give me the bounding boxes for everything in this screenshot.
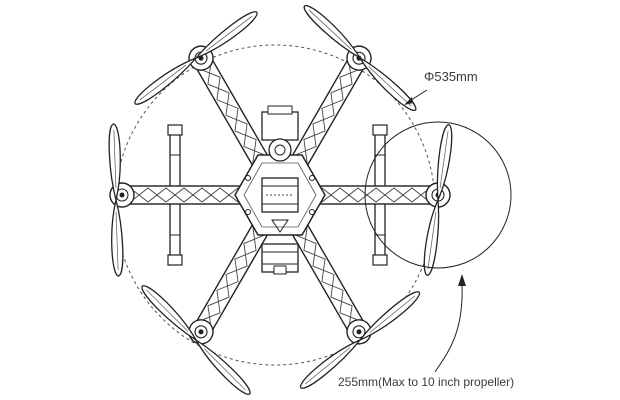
battery-tray <box>261 243 299 275</box>
camera-mount <box>261 105 299 162</box>
propeller-leader-line <box>434 283 463 373</box>
propeller-upper-right <box>295 1 425 115</box>
center-plate <box>234 154 326 236</box>
propeller-upper-left <box>131 1 261 115</box>
frame-diameter-label: Φ535mm <box>424 69 478 84</box>
diameter-arrowhead <box>404 97 413 105</box>
propeller-arrowhead <box>458 274 466 286</box>
propeller-lower-left <box>133 282 259 398</box>
propeller-circle-label: 255mm(Max to 10 inch propeller) <box>338 375 515 389</box>
propeller-span-circle <box>364 121 512 269</box>
